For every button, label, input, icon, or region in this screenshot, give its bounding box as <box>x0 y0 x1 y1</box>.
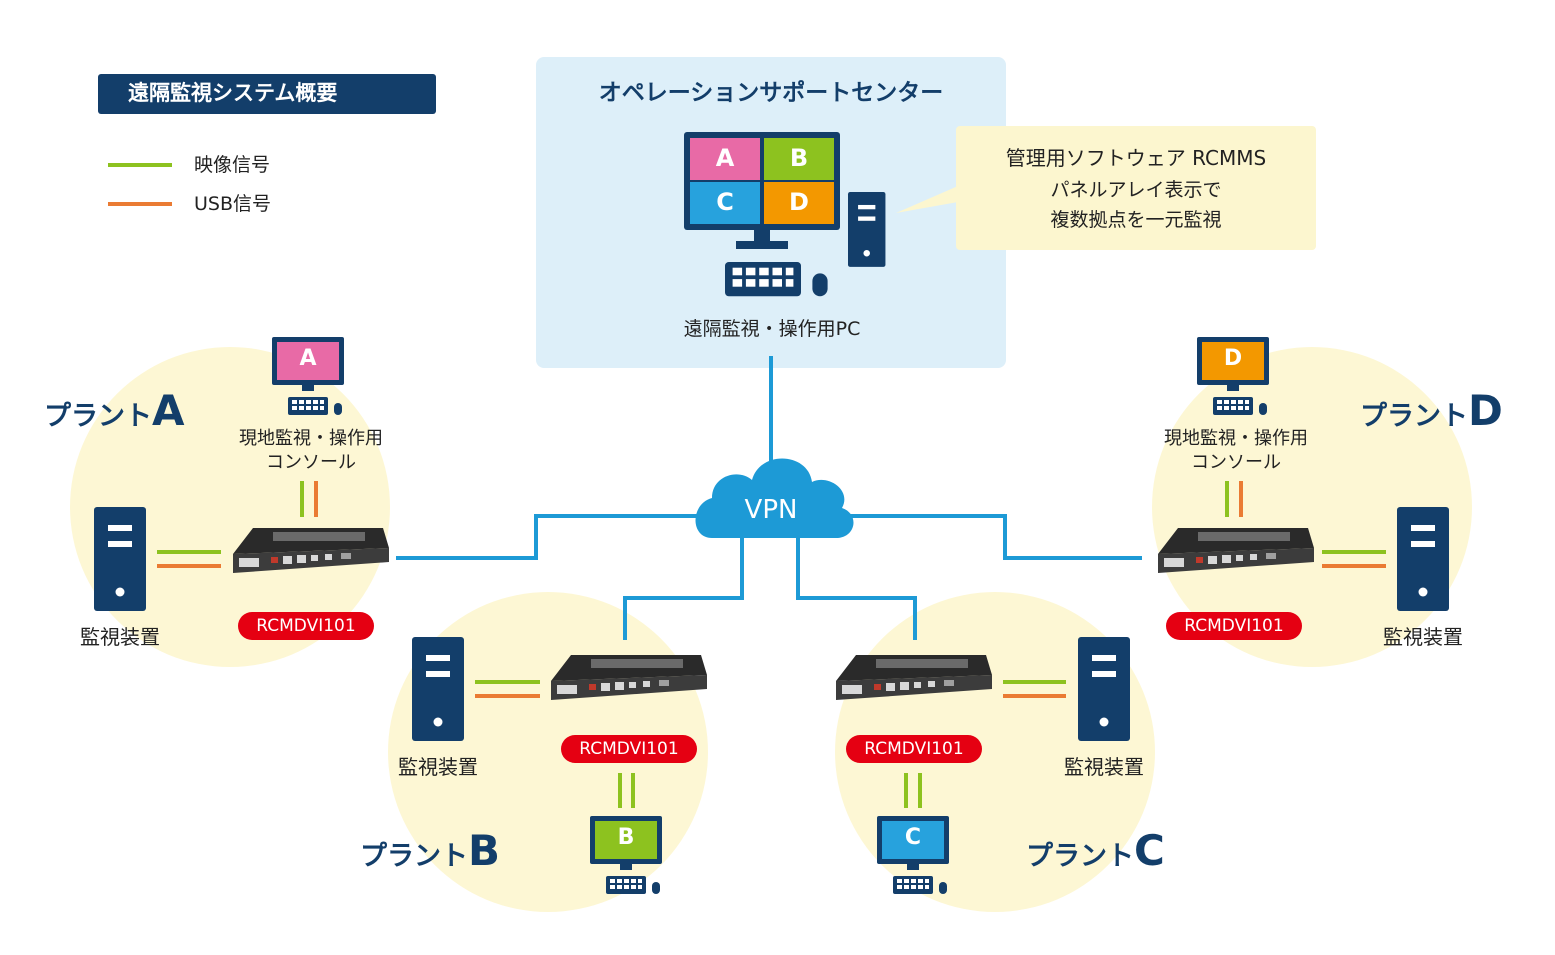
plant-d-device-icon <box>1397 507 1449 611</box>
center-title: オペレーションサポートセンター <box>598 80 944 106</box>
plant-d-device-label: 監視装置 <box>1383 625 1463 649</box>
plant-b-name-prefix: プラント <box>360 841 468 872</box>
center-pc-label: 遠隔監視・操作用PC <box>683 318 861 340</box>
plant-d-name-prefix: プラント <box>1360 401 1468 432</box>
plant-c-monitor-neck <box>907 864 919 870</box>
plant-b-model-badge <box>561 735 697 763</box>
center-screen-b <box>764 138 834 180</box>
plant-d-console-label-2: コンソール <box>1191 452 1281 473</box>
plant-b-name: プラントB <box>360 826 500 876</box>
center-screen-b-label: B <box>789 144 809 172</box>
plant-c-screen-label: C <box>904 825 922 850</box>
plant-a-monitor-neck <box>302 385 314 391</box>
center-screen-c-label: C <box>716 188 734 216</box>
center-screen-d <box>764 182 834 224</box>
callout-box <box>956 126 1316 250</box>
center-screen-d-label: D <box>789 188 809 216</box>
plant-a-screen-label: A <box>299 346 317 371</box>
vpn-label: VPN <box>744 495 798 525</box>
plant-b-device-label: 監視装置 <box>398 755 478 779</box>
center-monitor-base <box>736 241 788 249</box>
legend-usb-label: USB信号 <box>194 193 272 215</box>
plant-c-device-icon <box>1078 637 1130 741</box>
plant-a-monitor-screen <box>277 342 339 380</box>
plant-c-monitor-screen <box>882 821 944 859</box>
center-screen-a-label: A <box>715 144 735 172</box>
plant-d-monitor-screen <box>1202 342 1264 380</box>
plant-d-screen-label: D <box>1223 346 1243 371</box>
plant-a-device-icon <box>94 507 146 611</box>
network-lines <box>396 356 1142 640</box>
plant-d-model-badge <box>1166 612 1302 640</box>
plant-c-model-badge <box>846 735 982 763</box>
callout-line2: パネルアレイ表示で <box>1050 179 1222 201</box>
plant-c-device-label: 監視装置 <box>1064 755 1144 779</box>
plant-c-model-label: RCMDVI101 <box>864 739 964 759</box>
plant-b-screen-label: B <box>617 825 635 850</box>
center-screen-a <box>690 138 760 180</box>
title-badge-bg <box>98 74 436 114</box>
legend-video-label: 映像信号 <box>194 154 271 176</box>
center-tower-icon <box>848 192 886 267</box>
center-screen-c <box>690 182 760 224</box>
plant-a-console-label-2: コンソール <box>266 452 356 473</box>
plant-a-console-label-1: 現地監視・操作用 <box>239 428 383 449</box>
center-monitor-neck <box>754 230 770 242</box>
plant-c-name-letter: C <box>1134 826 1165 875</box>
vpn-cloud <box>695 458 854 538</box>
callout-line3: 複数拠点を一元監視 <box>1050 209 1222 231</box>
callout-line1: 管理用ソフトウェア RCMMS <box>1005 146 1267 170</box>
plant-d-area <box>1152 347 1472 667</box>
plant-c-name-prefix: プラント <box>1026 841 1134 872</box>
plant-a-area <box>70 347 390 667</box>
title-badge-text: 遠隔監視システム概要 <box>128 81 338 105</box>
plant-d-model-label: RCMDVI101 <box>1184 616 1284 636</box>
plant-b-keyboard-icon <box>606 876 660 894</box>
plant-b-monitor-screen <box>595 821 657 859</box>
plant-a-device-label: 監視装置 <box>80 625 160 649</box>
callout-pointer <box>896 186 958 213</box>
plant-c-name: プラントC <box>1026 826 1165 876</box>
plant-b-model-label: RCMDVI101 <box>579 739 679 759</box>
plant-b-device-icon <box>412 637 464 741</box>
plant-a-name-letter: A <box>152 386 185 435</box>
plant-d-name: プラントD <box>1360 386 1503 436</box>
plant-a-name: プラントA <box>44 386 185 436</box>
plant-a-model-label: RCMDVI101 <box>256 616 356 636</box>
plant-d-monitor-neck <box>1227 385 1239 391</box>
plant-b-monitor-neck <box>620 864 632 870</box>
plant-a-model-badge <box>238 612 374 640</box>
plant-d-name-letter: D <box>1468 386 1503 435</box>
plant-d-console-label-1: 現地監視・操作用 <box>1164 428 1308 449</box>
plant-b-name-letter: B <box>468 826 501 875</box>
plant-a-name-prefix: プラント <box>44 401 152 432</box>
